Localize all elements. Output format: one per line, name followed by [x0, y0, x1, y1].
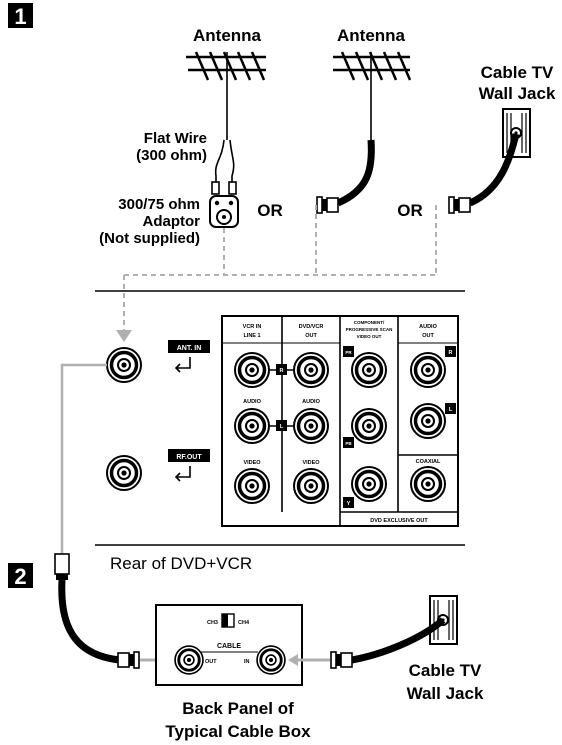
audio-label-mid: AUDIO: [302, 399, 320, 405]
wall-jack-bottom-icon: [429, 595, 458, 645]
cable-tv-jack-bottom-label-2: Wall Jack: [407, 684, 484, 703]
dvd-vcr-out-label-1: DVD/VCR: [299, 324, 324, 330]
rear-caption: Rear of DVD+VCR: [110, 554, 252, 573]
adaptor-label-3: (Not supplied): [99, 230, 200, 247]
cable-box-in-label: IN: [244, 659, 250, 665]
cable-box-in-jack: [255, 644, 287, 676]
svg-text:PR: PR: [345, 350, 352, 355]
cable-box-caption-2: Typical Cable Box: [165, 722, 311, 741]
wall-jack-top-plug-icon: [448, 196, 471, 214]
svg-text:R: R: [449, 350, 453, 356]
adaptor-icon: [209, 195, 239, 228]
ant-in-badge: ANT. IN: [168, 340, 210, 373]
dvd-vcr-out-audio-l-jack: [292, 407, 330, 445]
audio-out-l-jack: [409, 402, 447, 440]
step-2-badge: 2: [8, 563, 33, 589]
svg-text:1: 1: [14, 4, 26, 29]
ant-in-jack: [105, 346, 143, 384]
svg-text:PB: PB: [345, 441, 352, 446]
cable-box-out-label: OUT: [205, 659, 217, 665]
wall-jack-top-cable: [468, 133, 520, 207]
component-pb-jack: [350, 407, 388, 445]
antenna-left-label: Antenna: [193, 26, 262, 45]
dvd-vcr-out-audio-r-jack: [292, 351, 330, 389]
audio-out-r-jack: [409, 351, 447, 389]
cable-tv-jack-bottom-label-1: Cable TV: [409, 661, 482, 680]
component-y-jack: [350, 465, 388, 503]
in-link-arrow-icon: [288, 654, 298, 666]
flat-wire-label-1: Flat Wire: [144, 130, 207, 147]
cable-box-out-plug-icon: [117, 651, 140, 669]
audio-label-left: AUDIO: [243, 399, 261, 405]
component-label-3: VIDEO OUT: [357, 334, 382, 339]
ch4-label: CH4: [238, 620, 250, 626]
rf-out-jack: [105, 454, 143, 492]
antenna-right-icon: [333, 51, 412, 140]
coaxial-label: COAXIAL: [416, 459, 441, 465]
svg-text:L: L: [449, 407, 453, 413]
coaxial-jack: [409, 465, 447, 503]
signal-path-lines: [123, 205, 437, 334]
step-1-badge: 1: [8, 3, 33, 29]
vcr-in-video-jack: [233, 467, 271, 505]
antenna-coax-plug-icon: [316, 196, 339, 214]
coax-to-cable-box-out: [54, 553, 121, 664]
dvd-vcr-out-label-2: OUT: [305, 333, 317, 339]
antenna-left-icon: [186, 51, 266, 140]
svg-text:R: R: [280, 368, 284, 374]
audio-out-label-1: AUDIO: [419, 324, 437, 330]
or-label-2: OR: [397, 201, 423, 220]
cable-box-caption-1: Back Panel of: [182, 699, 294, 718]
cable-box-in-plug-icon: [330, 651, 353, 669]
cable-box-out-jack: [173, 644, 205, 676]
component-label-1: COMPONENT/: [354, 320, 385, 325]
dvd-vcr-out-video-jack: [292, 467, 330, 505]
vcr-in-label-1: VCR IN: [243, 324, 262, 330]
video-label-left: VIDEO: [243, 460, 261, 466]
flat-wire-icon: [211, 139, 237, 195]
svg-text:RF.OUT: RF.OUT: [176, 454, 202, 461]
component-pr-jack: [350, 351, 388, 389]
ch3-label: CH3: [207, 620, 218, 626]
cable-label: CABLE: [217, 643, 241, 650]
video-label-mid: VIDEO: [302, 460, 320, 466]
ant-in-feed-line: [60, 363, 107, 555]
wall-jack-bottom-cable: [351, 617, 446, 664]
audio-out-label-2: OUT: [422, 333, 434, 339]
vcr-in-audio-l-jack: [233, 407, 271, 445]
or-label-1: OR: [257, 201, 283, 220]
antenna-coax-cable: [336, 139, 375, 207]
wall-jack-top-icon: [502, 108, 531, 158]
dvd-exclusive-out-label: DVD EXCLUSIVE OUT: [370, 518, 428, 524]
svg-text:L: L: [280, 424, 284, 430]
signal-arrow-icon: [116, 330, 132, 342]
vcr-in-label-2: LINE 1: [243, 333, 260, 339]
svg-text:Y: Y: [347, 501, 351, 507]
svg-text:ANT. IN: ANT. IN: [177, 345, 202, 352]
svg-text:2: 2: [14, 564, 26, 589]
vcr-in-audio-r-jack: [233, 351, 271, 389]
cable-tv-jack-top-label-2: Wall Jack: [479, 84, 556, 103]
panel-badges: R L PR PB Y R L: [269, 346, 456, 508]
antenna-right-label: Antenna: [337, 26, 406, 45]
adaptor-label-2: Adaptor: [143, 213, 201, 230]
flat-wire-label-2: (300 ohm): [136, 147, 207, 164]
rf-out-badge: RF.OUT: [168, 449, 210, 482]
component-label-2: PROGRESSIVE SCAN: [346, 327, 393, 332]
cable-tv-jack-top-label-1: Cable TV: [481, 63, 554, 82]
adaptor-label-1: 300/75 ohm: [118, 196, 200, 213]
